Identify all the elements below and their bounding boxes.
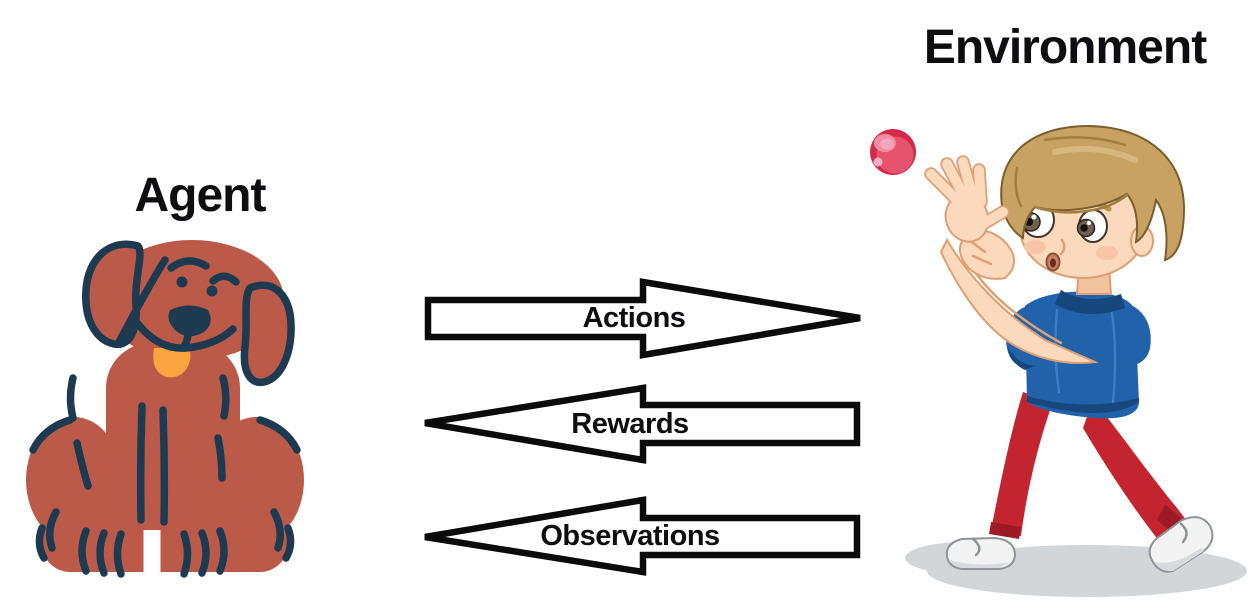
boy-hair bbox=[1000, 124, 1186, 262]
boy-open-hand bbox=[924, 155, 1010, 243]
boy bbox=[924, 124, 1214, 573]
dog-eye-right bbox=[206, 285, 218, 297]
dog-body bbox=[26, 240, 304, 578]
arrow-observations: Observations bbox=[421, 496, 861, 578]
arrow-actions-shape bbox=[424, 278, 861, 359]
arrow-observations-label: Observations bbox=[540, 519, 720, 552]
arrow-rewards-label: Rewards bbox=[571, 407, 689, 440]
boy-mouth bbox=[1045, 252, 1061, 272]
boy-illustration bbox=[870, 124, 1247, 597]
dog-illustration bbox=[26, 240, 304, 578]
boy-right-eye bbox=[1076, 209, 1108, 243]
dog-eye-left bbox=[176, 276, 188, 288]
boy-left-leg bbox=[991, 392, 1053, 536]
arrow-observations-shape bbox=[424, 496, 861, 576]
boy-nose bbox=[1059, 238, 1066, 256]
agent-title: Agent bbox=[134, 169, 267, 222]
dog-smile bbox=[134, 320, 237, 352]
dog-nose bbox=[168, 305, 211, 337]
arrow-actions-label: Actions bbox=[582, 301, 686, 334]
dog-eyebrow-right bbox=[209, 272, 240, 286]
boy-left-shoe bbox=[945, 536, 1017, 570]
boy-arms bbox=[939, 237, 1099, 364]
ball bbox=[870, 129, 916, 175]
dog-eyebrow-left bbox=[167, 257, 210, 272]
boy-shirt bbox=[1025, 291, 1139, 419]
boy-right-shoe bbox=[1148, 516, 1214, 573]
environment-title: Environment bbox=[923, 21, 1207, 74]
boy-collar bbox=[1055, 290, 1125, 315]
dog-tongue bbox=[153, 348, 191, 378]
dog-left-ear bbox=[82, 240, 144, 349]
dog-right-ear bbox=[240, 281, 295, 387]
arrow-rewards: Rewards bbox=[421, 384, 861, 466]
arrow-actions: Actions bbox=[424, 278, 866, 360]
arrow-rewards-shape bbox=[424, 384, 861, 464]
